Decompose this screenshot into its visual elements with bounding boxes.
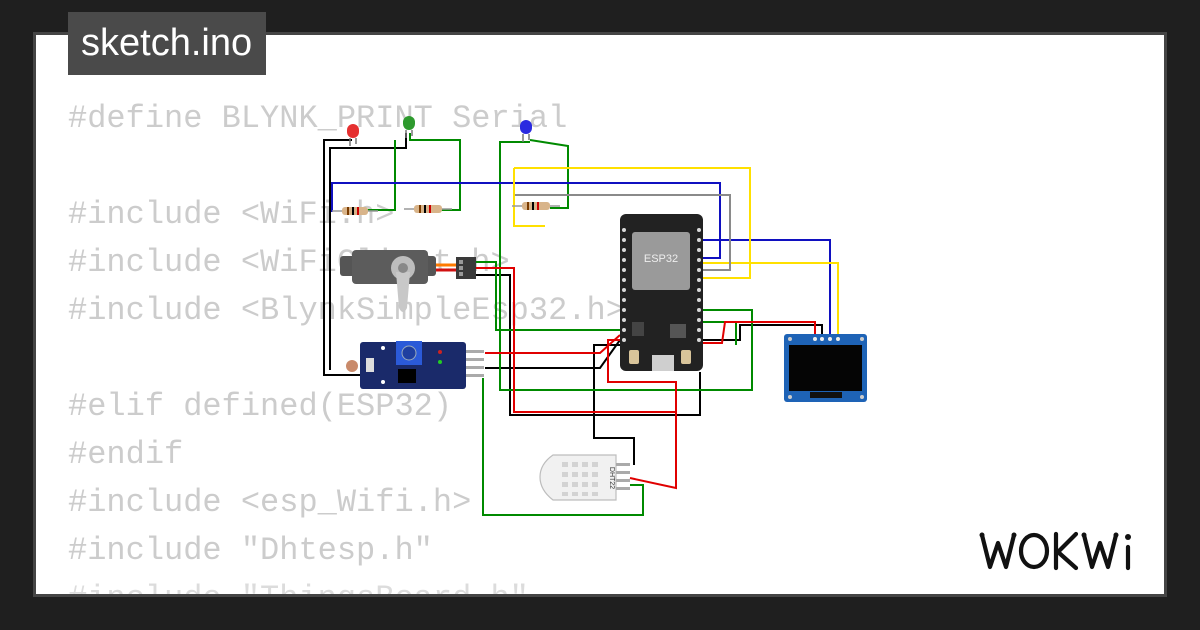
esp32-board[interactable]: ESP32	[620, 214, 703, 371]
red-wire	[700, 321, 816, 344]
code-line: #endif	[68, 436, 184, 473]
esp32-label: ESP32	[644, 253, 678, 265]
yellow-wire	[514, 167, 751, 279]
sensor-module[interactable]	[346, 341, 484, 389]
code-line: #elif defined(ESP32)	[68, 388, 453, 425]
black-wire	[593, 344, 635, 465]
black-wire	[700, 324, 823, 341]
black-wire	[485, 339, 621, 369]
blue-wire	[331, 182, 721, 259]
red-wire	[629, 392, 677, 490]
dht22-label: DHT22	[608, 467, 615, 489]
green-wire	[482, 378, 644, 516]
servo-motor[interactable]	[340, 250, 476, 312]
code-line: #include "ThingsBoard.h"	[68, 575, 625, 594]
led-blue[interactable]	[520, 120, 532, 142]
led-green[interactable]	[403, 116, 415, 138]
blue-wire	[700, 239, 831, 340]
file-tab[interactable]: sketch.ino	[68, 12, 267, 75]
green-wire	[529, 139, 569, 209]
code-line: #include <WiFi.h>	[68, 196, 395, 233]
circuit-diagram: ESP32	[323, 116, 867, 516]
resistor[interactable]	[332, 207, 378, 215]
green-wire	[409, 133, 461, 211]
code-line: #include <esp_Wifi.h>	[68, 484, 472, 521]
preview-card: #define BLYNK_PRINT Serial #include <WiFi…	[33, 32, 1167, 597]
code-line: #include <BlynkSimpleEsp32.h>	[68, 292, 625, 329]
green-wire	[499, 141, 753, 391]
code-line: #include "Dhtesp.h"	[68, 532, 433, 569]
code-line: #define BLYNK_PRINT Serial	[68, 100, 568, 137]
resistor[interactable]	[404, 205, 452, 213]
oled-display[interactable]	[784, 334, 867, 402]
gray-wire	[515, 194, 731, 271]
led-red[interactable]	[347, 124, 359, 146]
green-wire	[700, 321, 737, 345]
yellow-wire	[700, 262, 839, 340]
resistor[interactable]	[512, 202, 560, 210]
black-wire	[329, 133, 407, 370]
dht22-sensor[interactable]: DHT22	[539, 454, 630, 501]
red-wire	[485, 334, 621, 354]
file-tab-label: sketch.ino	[81, 22, 253, 64]
green-wire	[360, 140, 396, 211]
code-preview: #define BLYNK_PRINT Serial #include <WiFi…	[68, 95, 625, 594]
green-wire	[470, 261, 620, 331]
wokwi-logo	[979, 531, 1131, 571]
yellow-wire	[513, 168, 545, 227]
